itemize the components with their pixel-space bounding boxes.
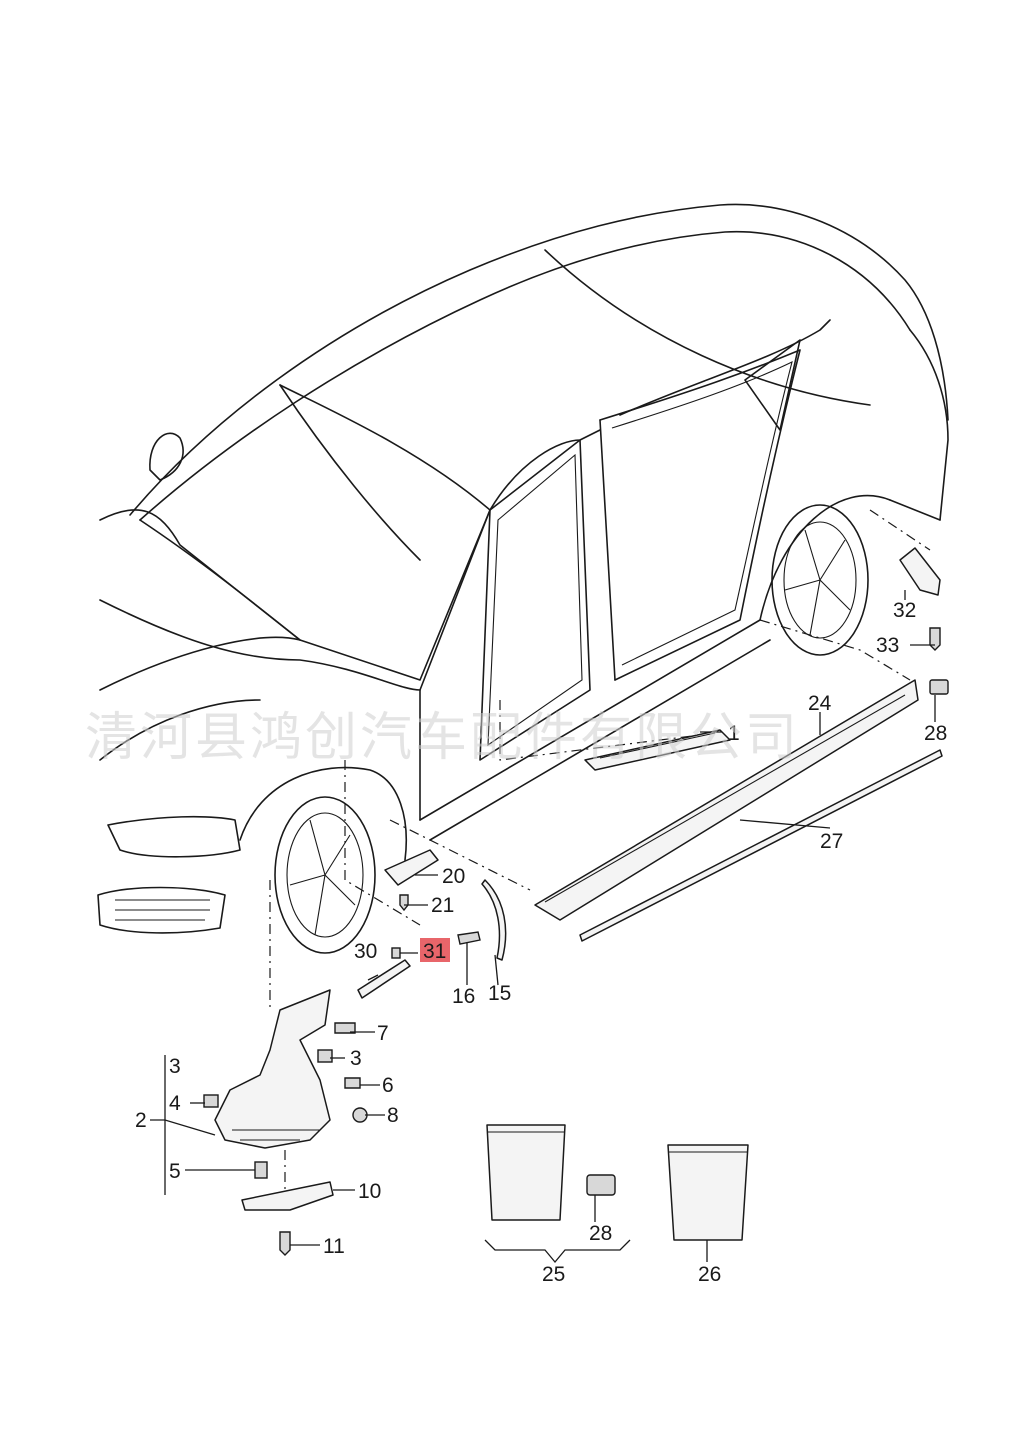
callout-26: 26 xyxy=(698,1263,721,1286)
part-3-clip xyxy=(317,1049,333,1063)
callout-25: 25 xyxy=(542,1263,565,1286)
callout-27: 27 xyxy=(820,830,843,853)
callout-16: 16 xyxy=(452,985,475,1008)
callout-4: 4 xyxy=(169,1092,181,1115)
part-21-screw xyxy=(399,894,409,912)
part-24-side-skirt xyxy=(534,679,919,921)
callout-7: 7 xyxy=(377,1022,389,1045)
part-11-screw xyxy=(279,1231,291,1256)
callout-3: 3 xyxy=(350,1047,362,1070)
callout-24: 24 xyxy=(808,692,832,715)
part-28-clip xyxy=(929,679,949,695)
callout-21: 21 xyxy=(431,894,454,917)
part-15-arch-trim xyxy=(481,879,507,961)
part-30-trim xyxy=(357,959,411,999)
part-4-clip xyxy=(203,1094,219,1108)
part-7-screw xyxy=(334,1022,356,1034)
assembly-lines xyxy=(269,509,931,1210)
part-20-bracket xyxy=(384,849,439,886)
part-26-bag xyxy=(667,1144,749,1241)
highlight-31 xyxy=(420,938,450,962)
part-25-bag xyxy=(486,1124,566,1221)
callout-8: 8 xyxy=(387,1104,399,1127)
part-5-clip xyxy=(254,1161,268,1179)
watermark-text: 清河县鸿创汽车配件有限公司 xyxy=(85,708,800,768)
leader-lines xyxy=(150,590,936,1264)
callout-28-bag: 28 xyxy=(589,1222,612,1245)
callout-2: 2 xyxy=(135,1109,147,1132)
part-32-bracket xyxy=(899,547,941,596)
part-31-clip xyxy=(391,947,401,959)
callout-6: 6 xyxy=(382,1074,394,1097)
callout-33: 33 xyxy=(876,634,899,657)
callout-20: 20 xyxy=(442,865,465,888)
part-2-wheel-housing-liner xyxy=(214,989,331,1149)
part-1-sill-trim xyxy=(584,729,731,771)
part-33-screw xyxy=(929,627,941,651)
callout-30: 30 xyxy=(354,940,377,963)
callout-31: 31 xyxy=(423,940,446,963)
part-28-clip-set xyxy=(586,1174,616,1196)
callout-1: 1 xyxy=(728,722,740,745)
part-10-trim xyxy=(241,1181,334,1211)
callout-5: 5 xyxy=(169,1160,181,1183)
callout-3-group: 3 xyxy=(169,1055,181,1078)
callout-32: 32 xyxy=(893,599,916,622)
callout-11: 11 xyxy=(323,1235,345,1258)
part-27-strip xyxy=(579,749,943,942)
callout-15: 15 xyxy=(488,982,511,1005)
part-16-clip xyxy=(457,931,481,945)
callout-28: 28 xyxy=(924,722,947,745)
part-8-nut xyxy=(352,1107,368,1123)
callout-10: 10 xyxy=(358,1180,381,1203)
part-6-screw xyxy=(344,1077,361,1089)
car-outline xyxy=(97,203,949,954)
